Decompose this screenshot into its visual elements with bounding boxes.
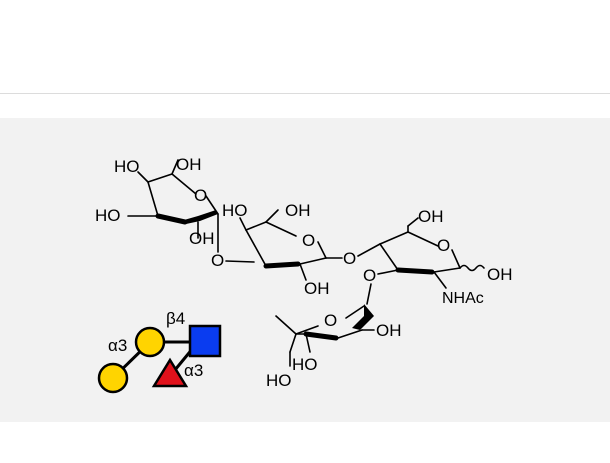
header-area (0, 0, 610, 93)
galactose-circle-symbol (134, 326, 166, 358)
glcnac-ring-o-label: O (437, 236, 450, 255)
gal2-oh6-label: OH (285, 201, 311, 220)
gal2-oh2-label: OH (304, 279, 330, 298)
gal-ring-o-label: O (194, 186, 207, 205)
gal-ho4-label: HO (114, 157, 140, 176)
glcnac-ring (377, 217, 485, 289)
link-o2-label: O (343, 249, 356, 268)
glycan-structure-diagram: HO OH O HO OH O HO OH O OH O (95, 155, 513, 394)
gal2-ho4-label: HO (222, 201, 248, 220)
galactose-terminal-circle-symbol (97, 362, 129, 394)
glcnac-oh1-label: OH (487, 265, 513, 284)
glycan-symbol-diagram (97, 324, 222, 394)
glcnac-o3-label: O (363, 266, 376, 285)
galactose-ring-1 (127, 159, 219, 253)
fuc-ho4-label: HO (266, 371, 292, 390)
gal-ho3-label: HO (95, 206, 121, 225)
gal2-ring-o-label: O (302, 231, 315, 250)
gal-oh2-label: OH (189, 229, 215, 248)
glcnac-square-symbol (188, 324, 222, 358)
glcnac-nhac-label: NHAc (442, 290, 484, 307)
divider-line (0, 93, 610, 94)
gal-oh6-label: OH (176, 155, 202, 174)
fuc-oh2-label: OH (376, 321, 402, 340)
structure-panel: HO OH O HO OH O HO OH O OH O (0, 118, 610, 422)
fuc-ring-o-label: O (324, 311, 337, 330)
glcnac-oh6-label: OH (418, 207, 444, 226)
alpha3-fuc-linkage-label: α3 (184, 361, 203, 380)
galactose-ring-2 (239, 209, 343, 281)
fucose-triangle-symbol (151, 357, 189, 388)
fucose-ring (275, 304, 375, 367)
beta4-linkage-label: β4 (166, 309, 185, 328)
link-o1-label: O (211, 251, 224, 270)
fuc-ho3-label: HO (292, 355, 318, 374)
alpha3-gal-linkage-label: α3 (108, 336, 127, 355)
